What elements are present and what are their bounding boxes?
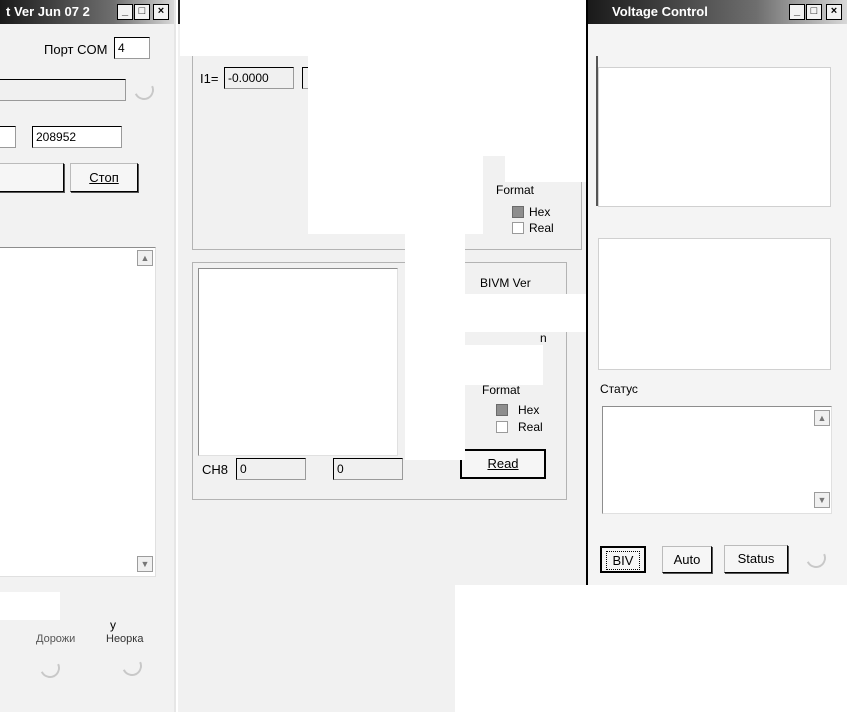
white-block-lower-center (405, 234, 465, 460)
ch8-label: CH8 (202, 462, 229, 477)
port-com-input[interactable]: 4 (114, 37, 150, 59)
left-fragment-1: Дорожи (36, 633, 76, 645)
format-label-2: Format (482, 383, 521, 397)
scroll-up-icon[interactable]: ▲ (137, 250, 153, 266)
white-block-upper-gap (395, 190, 483, 230)
left-fragment-y: y (110, 618, 116, 632)
i1-label: I1= (200, 71, 219, 86)
real-label-2: Real (518, 420, 543, 434)
bivm-ver-label: BIVM Ver (480, 276, 531, 290)
right-window-title: Voltage Control (612, 4, 708, 19)
lower-group (192, 262, 567, 500)
real-radio[interactable] (512, 222, 524, 234)
read-button[interactable]: Read (460, 449, 546, 479)
white-block-top (180, 0, 610, 56)
close-button[interactable]: × (153, 4, 169, 20)
stop-button[interactable]: Стоп (70, 163, 138, 192)
left-small-field[interactable] (0, 126, 16, 148)
status-label: Статус (600, 382, 638, 396)
read-button-label: Read (487, 456, 519, 471)
right-upper-box (598, 67, 831, 207)
biv-button[interactable]: BIV (600, 546, 646, 573)
real-radio-2[interactable] (496, 421, 508, 433)
status-scroll-up-icon[interactable]: ▲ (814, 410, 830, 426)
scroll-down-icon[interactable]: ▼ (137, 556, 153, 572)
left-window-title: t Ver Jun 07 2 (6, 4, 90, 19)
right-inner-divider (596, 56, 598, 206)
white-block-bottom (455, 585, 847, 712)
status-scroll-down-icon[interactable]: ▼ (814, 492, 830, 508)
left-status-icon-1 (37, 655, 63, 681)
biv-button-label: BIV (605, 551, 641, 570)
number-input[interactable]: 208952 (32, 126, 122, 148)
right-window: Voltage Control _ □ × Статус ▲ ▼ BIV Aut… (588, 0, 847, 585)
left-window-border (174, 0, 176, 712)
format-label: Format (496, 183, 535, 197)
right-minimize-button[interactable]: _ (789, 4, 805, 20)
left-path-field (0, 79, 126, 101)
right-maximize-button[interactable]: □ (806, 4, 822, 20)
hex-label-2: Hex (518, 403, 540, 417)
ch8-value-2-field: 0 (333, 458, 403, 480)
auto-button-label: Auto (673, 552, 701, 567)
minimize-button[interactable]: _ (117, 4, 133, 20)
maximize-button[interactable]: □ (134, 4, 150, 20)
right-middle-box (598, 238, 831, 370)
hex-label: Hex (529, 205, 551, 219)
left-hidden-button[interactable] (0, 163, 64, 192)
left-busy-icon (131, 77, 157, 103)
chart-area (198, 268, 398, 456)
port-com-label: Порт COM (44, 42, 108, 57)
hex-radio-2[interactable] (496, 404, 508, 416)
status-button[interactable]: Status (724, 545, 788, 573)
ch8-value-1-field: 0 (236, 458, 306, 480)
status-textarea[interactable] (602, 406, 832, 514)
left-log-area[interactable] (0, 247, 156, 577)
left-status-icon-2 (119, 653, 145, 679)
right-window-divider (586, 0, 588, 585)
left-window: t Ver Jun 07 2 _ □ × Порт COM 4 208952 С… (0, 0, 174, 712)
white-block-bivm (465, 294, 600, 332)
right-close-button[interactable]: × (826, 4, 842, 20)
right-busy-icon (803, 545, 829, 571)
real-label: Real (529, 221, 554, 235)
left-fragment-2: Неорка (106, 633, 144, 645)
stop-button-label: Стоп (89, 170, 119, 185)
white-block-bivm-2 (465, 345, 543, 385)
status-button-label: Status (737, 551, 775, 566)
left-white-region (0, 592, 60, 620)
hex-radio[interactable] (512, 206, 524, 218)
i1-value-field: -0.0000 (224, 67, 294, 89)
bivm-fragment-end: n (540, 331, 547, 345)
auto-button[interactable]: Auto (662, 546, 712, 573)
